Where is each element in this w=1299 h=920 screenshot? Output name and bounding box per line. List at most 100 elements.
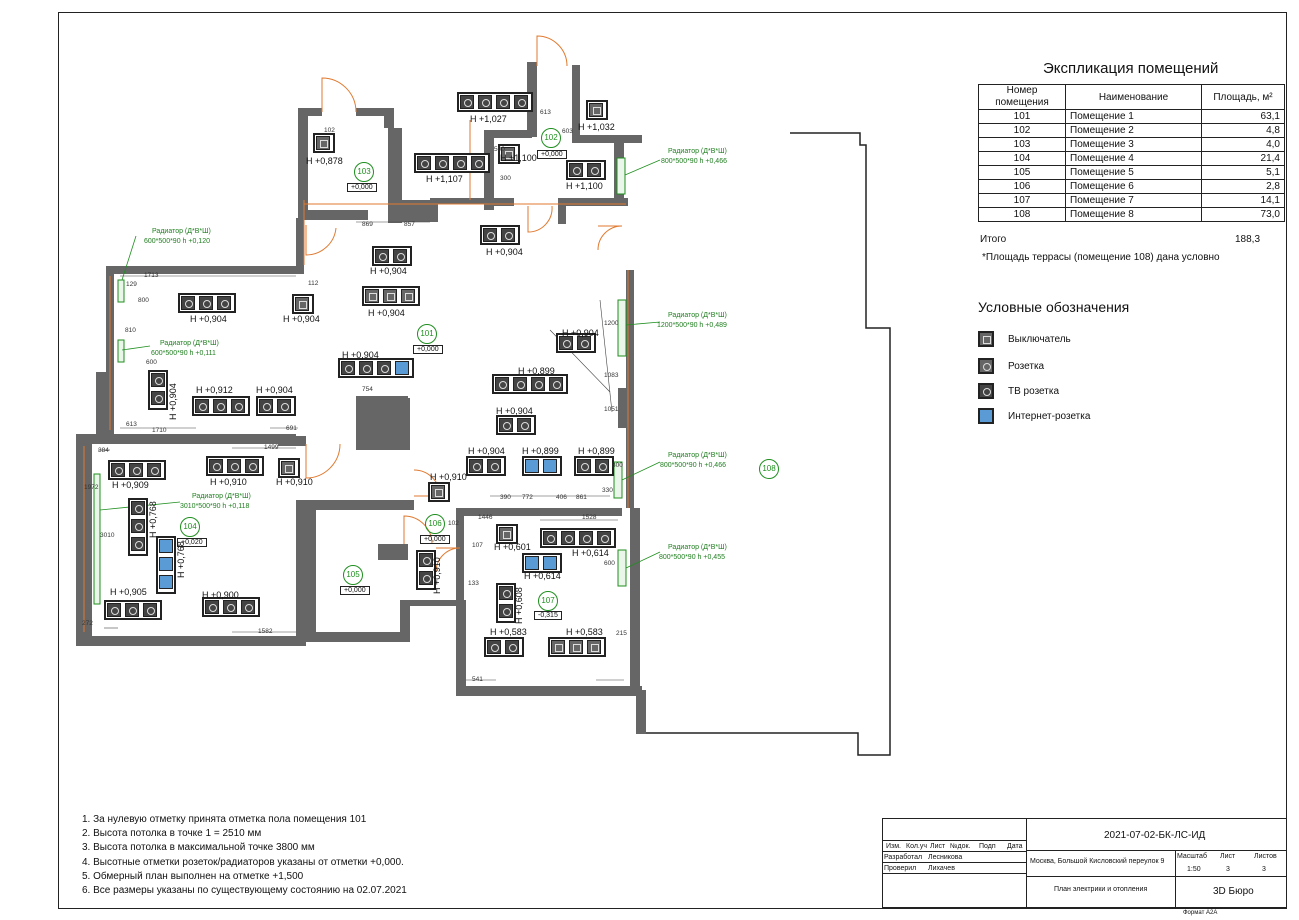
height-label: Н +0,904	[168, 383, 178, 420]
radiator-leaders	[99, 159, 661, 569]
height-label: Н +0,904	[368, 308, 405, 318]
socket-block	[522, 553, 562, 573]
radiator-label: Радиатор (Д*В*Ш)	[668, 544, 727, 551]
dimension-label: 800	[612, 462, 623, 469]
note-line: 3. Высота потолка в максимальной точке 3…	[82, 842, 315, 854]
socket-icon	[245, 459, 259, 473]
height-label: Н +1,032	[578, 122, 615, 132]
internet-socket-icon	[525, 459, 539, 473]
dimension-label: 112	[308, 280, 319, 287]
terrace-outline	[639, 132, 891, 756]
dimension-label: 1582	[258, 628, 273, 635]
socket-icon	[359, 361, 373, 375]
internet-socket-icon	[525, 556, 539, 570]
dimension-label: 1710	[152, 427, 167, 434]
height-label: Н +0,601	[494, 542, 531, 552]
height-label: Н +1,100	[500, 153, 537, 163]
height-label: Н +0,899	[578, 446, 615, 456]
socket-icon	[375, 249, 389, 263]
socket-icon	[195, 399, 209, 413]
tb-header-cell: Дата	[1007, 843, 1023, 850]
height-label: Н +0,910	[430, 472, 467, 482]
height-label: Н +0,905	[110, 587, 147, 597]
dimension-label: 133	[468, 580, 479, 587]
socket-block	[278, 458, 300, 478]
note-line: 5. Обмерный план выполнен на отметке +1,…	[82, 870, 304, 882]
dimension-label: 406	[556, 494, 567, 501]
socket-icon	[577, 459, 591, 473]
radiator-label: Радиатор (Д*В*Ш)	[152, 228, 211, 235]
legend-item-internet-socket: Интернет-розетка	[978, 407, 1090, 427]
socket-icon	[419, 571, 433, 585]
tb-checked-label: Проверил	[884, 865, 917, 872]
socket-block	[540, 528, 616, 548]
socket-block	[556, 333, 596, 353]
socket-icon	[483, 228, 497, 242]
socket-icon	[213, 399, 227, 413]
dimension-label: 613	[126, 421, 137, 428]
socket-icon	[241, 600, 255, 614]
socket-icon	[978, 358, 994, 375]
socket-icon	[231, 399, 245, 413]
radiator-label: Радиатор (Д*В*Ш)	[160, 340, 219, 347]
switch-icon	[295, 297, 309, 311]
internet-socket-icon	[543, 459, 557, 473]
total-value: 188,3	[1235, 234, 1261, 245]
socket-block	[586, 100, 608, 120]
room-102-mark: +0,000	[537, 150, 567, 159]
dimension-label: 102	[324, 127, 335, 134]
dimension-label: 861	[576, 494, 587, 501]
socket-block	[480, 225, 520, 245]
socket-icon	[499, 418, 513, 432]
col-area-header: Площадь, м²	[1201, 84, 1285, 110]
socket-icon	[495, 377, 509, 391]
socket-block	[496, 524, 518, 544]
socket-icon	[217, 296, 231, 310]
height-label: Н +0,614	[524, 571, 561, 581]
socket-icon	[501, 228, 515, 242]
socket-icon	[107, 603, 121, 617]
socket-block	[256, 396, 296, 416]
radiator-label: Радиатор (Д*В*Ш)	[668, 148, 727, 155]
socket-block	[156, 536, 176, 594]
socket-icon	[517, 418, 531, 432]
socket-icon	[419, 553, 433, 567]
dimension-label: 1713	[144, 272, 159, 279]
socket-icon	[341, 361, 355, 375]
tb-checked-name: Лихачев	[928, 865, 955, 872]
socket-icon	[131, 519, 145, 533]
socket-block	[566, 160, 606, 180]
room-108-number: 108	[759, 459, 779, 479]
height-label: Н +1,027	[470, 114, 507, 124]
tb-sheet-label: Лист	[1220, 853, 1236, 860]
tb-company: 3D Бюро	[1213, 886, 1254, 897]
dimension-label: 272	[82, 620, 93, 627]
internet-socket-icon	[159, 575, 173, 589]
dimension-label: 600	[604, 560, 615, 567]
room-104-number: 104	[180, 517, 200, 537]
height-label: Н +0,900	[202, 590, 239, 600]
height-label: Н +0,910	[432, 557, 442, 594]
height-label: Н +0,904	[370, 266, 407, 276]
tb-scale: 1:50	[1187, 866, 1201, 873]
room-105-number: 105	[343, 565, 363, 585]
dimension-label: 500	[494, 146, 505, 153]
height-label: Н +0,909	[112, 480, 149, 490]
socket-icon	[205, 600, 219, 614]
room-104-mark: +0,020	[177, 538, 207, 547]
height-label: Н +0,899	[522, 446, 559, 456]
dimension-label: 215	[616, 630, 627, 637]
radiator-label: Радиатор (Д*В*Ш)	[668, 312, 727, 319]
room-103-number: 103	[354, 162, 374, 182]
switch-icon	[281, 461, 295, 475]
dimension-label: 772	[522, 494, 533, 501]
tb-format: Формат A2A	[1183, 910, 1218, 916]
height-label: Н +0,768	[176, 541, 186, 578]
socket-icon	[471, 156, 485, 170]
socket-icon	[227, 459, 241, 473]
socket-icon	[129, 463, 143, 477]
dimension-label: 1051	[604, 406, 619, 413]
